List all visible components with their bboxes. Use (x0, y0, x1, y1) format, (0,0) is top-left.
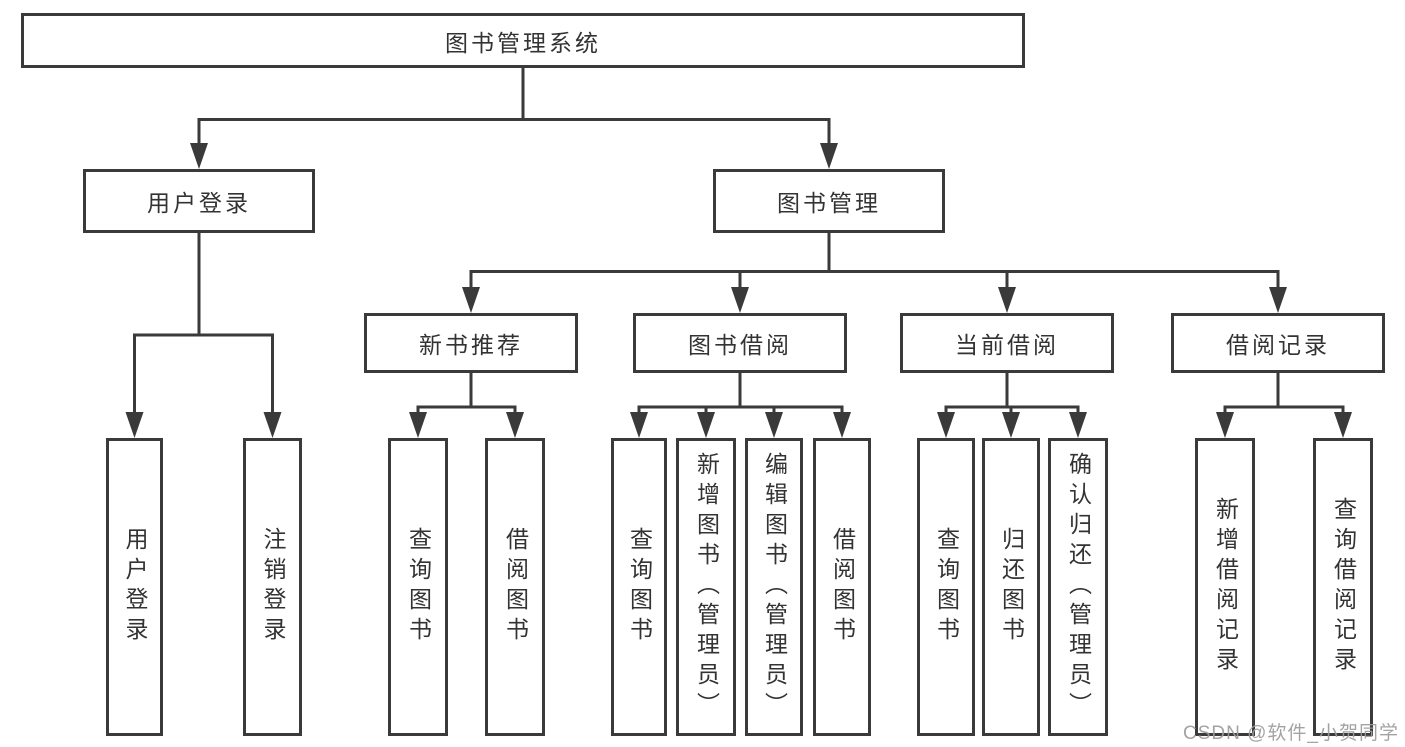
connector-root-split (197, 68, 831, 144)
watermark-text: CSDN @软件_小贺同学 (1183, 723, 1399, 744)
leaf-borrow-books-label: 借阅图书 (829, 527, 856, 647)
node-user-login: 用户登录 (83, 169, 315, 233)
leaf-borrow-books: 借阅图书 (813, 438, 871, 736)
connector-newrec-split (416, 373, 517, 413)
node-book-borrow: 图书借阅 (633, 313, 847, 373)
leaf-query-borrow-record: 查询借阅记录 (1313, 438, 1373, 736)
leaf-add-books-admin-label: 新增图书（管理员） (693, 452, 720, 722)
leaf-confirm-return-admin-label: 确认归还（管理员） (1065, 452, 1092, 722)
node-book-borrow-label: 图书借阅 (688, 332, 792, 358)
leaf-edit-books-admin: 编辑图书（管理员） (745, 438, 803, 736)
leaf-query-books-current-label: 查询图书 (933, 527, 960, 647)
connector-mgmt-split (469, 233, 1280, 288)
node-user-login-label: 用户登录 (147, 190, 251, 216)
leaf-query-books-borrow: 查询图书 (611, 438, 667, 736)
node-borrow-records: 借阅记录 (1171, 313, 1385, 373)
connector-current-split (944, 373, 1080, 413)
node-current-borrow: 当前借阅 (900, 313, 1114, 373)
node-book-management-label: 图书管理 (777, 190, 881, 216)
leaf-confirm-return-admin: 确认归还（管理员） (1048, 438, 1108, 736)
leaf-return-books: 归还图书 (982, 438, 1040, 736)
leaf-borrow-books-recommend-label: 借阅图书 (502, 527, 529, 647)
node-root-system: 图书管理系统 (21, 13, 1025, 68)
leaf-return-books-label: 归还图书 (998, 527, 1025, 647)
leaf-user-login: 用户登录 (106, 438, 163, 736)
leaf-query-borrow-record-label: 查询借阅记录 (1330, 497, 1357, 677)
leaf-query-books-recommend-label: 查询图书 (405, 527, 432, 647)
leaf-query-books-recommend: 查询图书 (388, 438, 448, 736)
node-borrow-records-label: 借阅记录 (1226, 332, 1330, 358)
leaf-user-login-label: 用户登录 (122, 527, 148, 647)
leaf-logout-label: 注销登录 (260, 527, 286, 647)
node-root-label: 图书管理系统 (445, 29, 601, 56)
leaf-query-books-current: 查询图书 (917, 438, 975, 736)
leaf-edit-books-admin-label: 编辑图书（管理员） (761, 452, 788, 722)
leaf-add-books-admin: 新增图书（管理员） (676, 438, 736, 736)
leaf-logout: 注销登录 (243, 438, 302, 736)
node-current-borrow-label: 当前借阅 (955, 332, 1059, 358)
node-book-management: 图书管理 (713, 169, 945, 233)
connector-borrow-split (637, 373, 844, 413)
leaf-query-books-borrow-label: 查询图书 (626, 527, 653, 647)
leaf-add-borrow-record-label: 新增借阅记录 (1212, 497, 1239, 677)
leaf-add-borrow-record: 新增借阅记录 (1195, 438, 1255, 736)
leaf-borrow-books-recommend: 借阅图书 (485, 438, 545, 736)
connector-login-split (133, 233, 274, 413)
node-new-book-recommend-label: 新书推荐 (419, 332, 523, 358)
node-new-book-recommend: 新书推荐 (364, 313, 578, 373)
arrowheads (125, 143, 1352, 438)
connector-records-split (1223, 373, 1345, 413)
